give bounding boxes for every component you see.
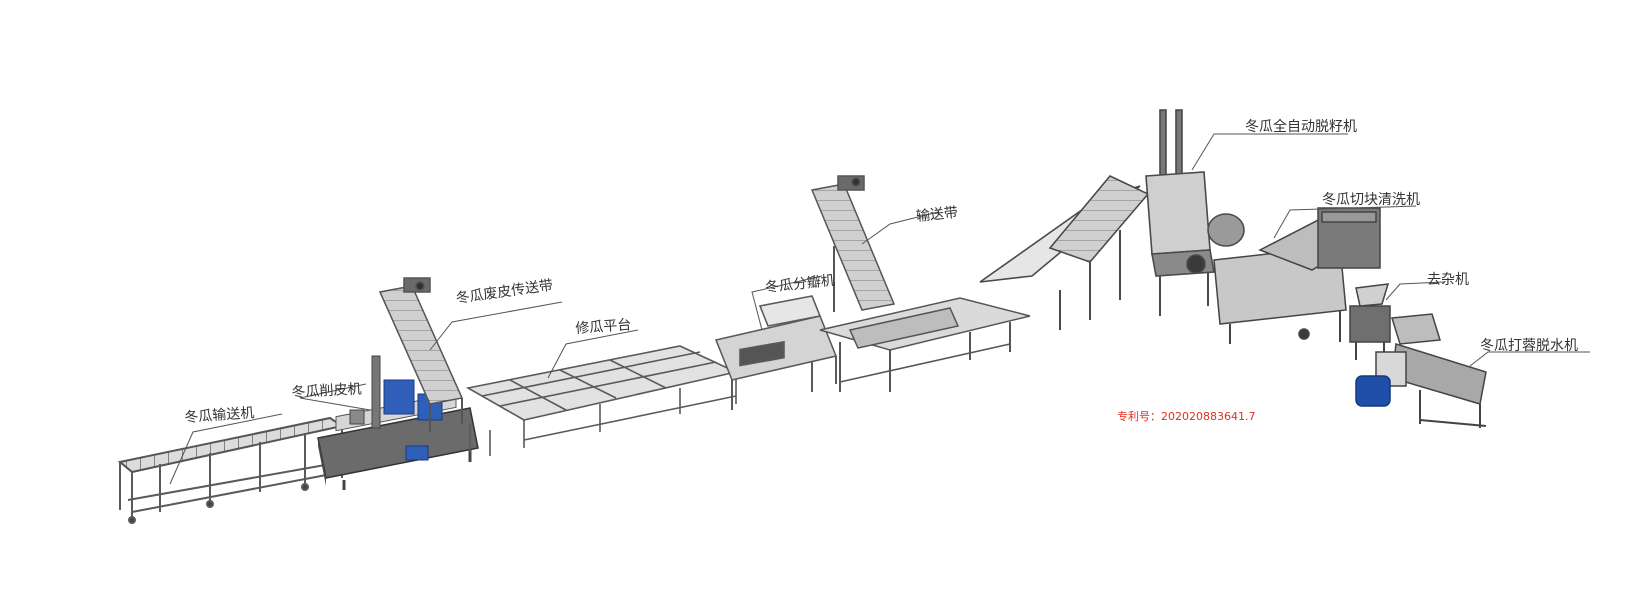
impurity-remover-machine xyxy=(1349,283,1391,360)
belt-machine xyxy=(810,175,1031,392)
label-cut-washer: 冬瓜切块清洗机 xyxy=(1322,192,1420,208)
peeler-machine xyxy=(317,355,479,490)
conveyor-machine xyxy=(117,416,345,524)
peel-conveyor-machine xyxy=(378,277,464,432)
leader-lines xyxy=(169,133,1590,485)
label-impurity-remover: 去杂机 xyxy=(1427,272,1469,288)
pulp-dewatering-machine xyxy=(1355,313,1487,428)
cut-washer-machine xyxy=(1213,207,1381,344)
trim-platform-machine xyxy=(465,345,739,456)
seed-remover-machine xyxy=(979,109,1245,330)
patent-number: 专利号：202020883641.7 xyxy=(1117,410,1256,423)
label-pulp-dewatering: 冬瓜打蓉脱水机 xyxy=(1480,338,1578,354)
label-seed-remover: 冬瓜全自动脱籽机 xyxy=(1245,119,1357,135)
segmenter-machine xyxy=(714,295,838,410)
